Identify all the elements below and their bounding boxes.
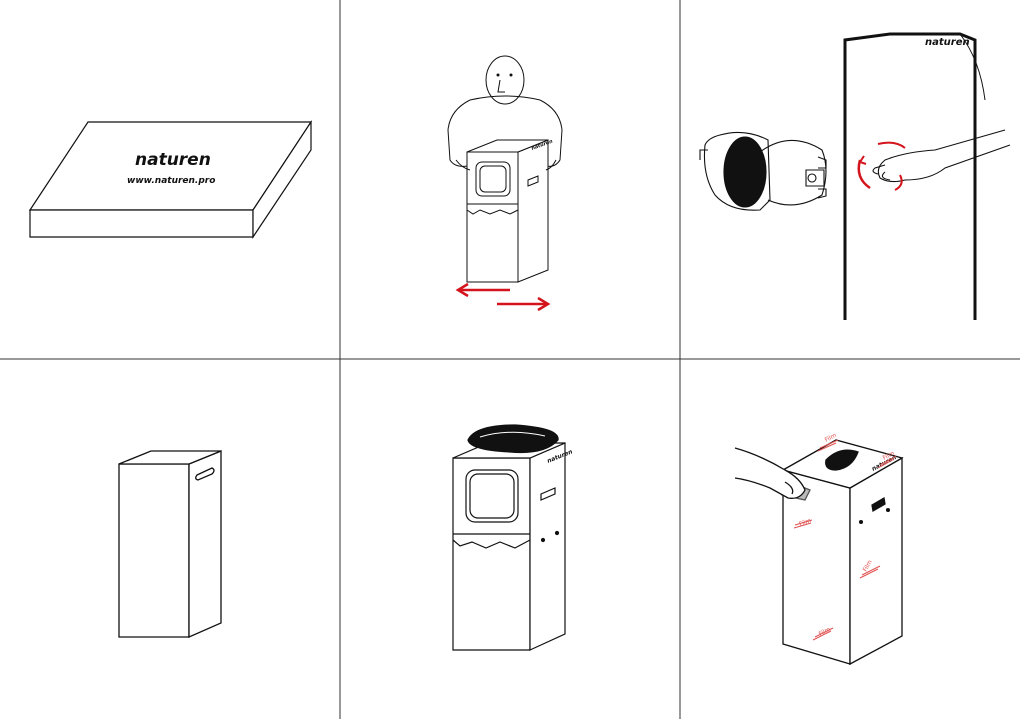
panel-4-open-box — [118, 450, 222, 638]
film-label-3: Film — [798, 517, 812, 528]
film-label-5: Film — [818, 626, 832, 638]
panel-3-hanging: naturen — [699, 32, 1011, 320]
box-website-url: www.naturen.pro — [127, 176, 215, 186]
panel-5-assembled-bin: naturen — [452, 424, 574, 651]
box-brand-logo: naturen — [135, 150, 211, 170]
panel-2-person-assembling: naturen — [447, 55, 563, 283]
door-brand-logo: naturen — [925, 37, 970, 48]
wall-holder-icon — [699, 131, 827, 211]
panel-6-film-application: naturen — [734, 439, 904, 666]
film-markers — [793, 439, 897, 641]
hand-icon — [872, 129, 1011, 183]
panel-1-flat-box: naturen www.naturen.pro — [28, 119, 313, 239]
film-label-2: Film — [882, 450, 896, 462]
film-label-1: Film — [824, 432, 838, 444]
panel-2-motion-arrows — [455, 282, 551, 312]
